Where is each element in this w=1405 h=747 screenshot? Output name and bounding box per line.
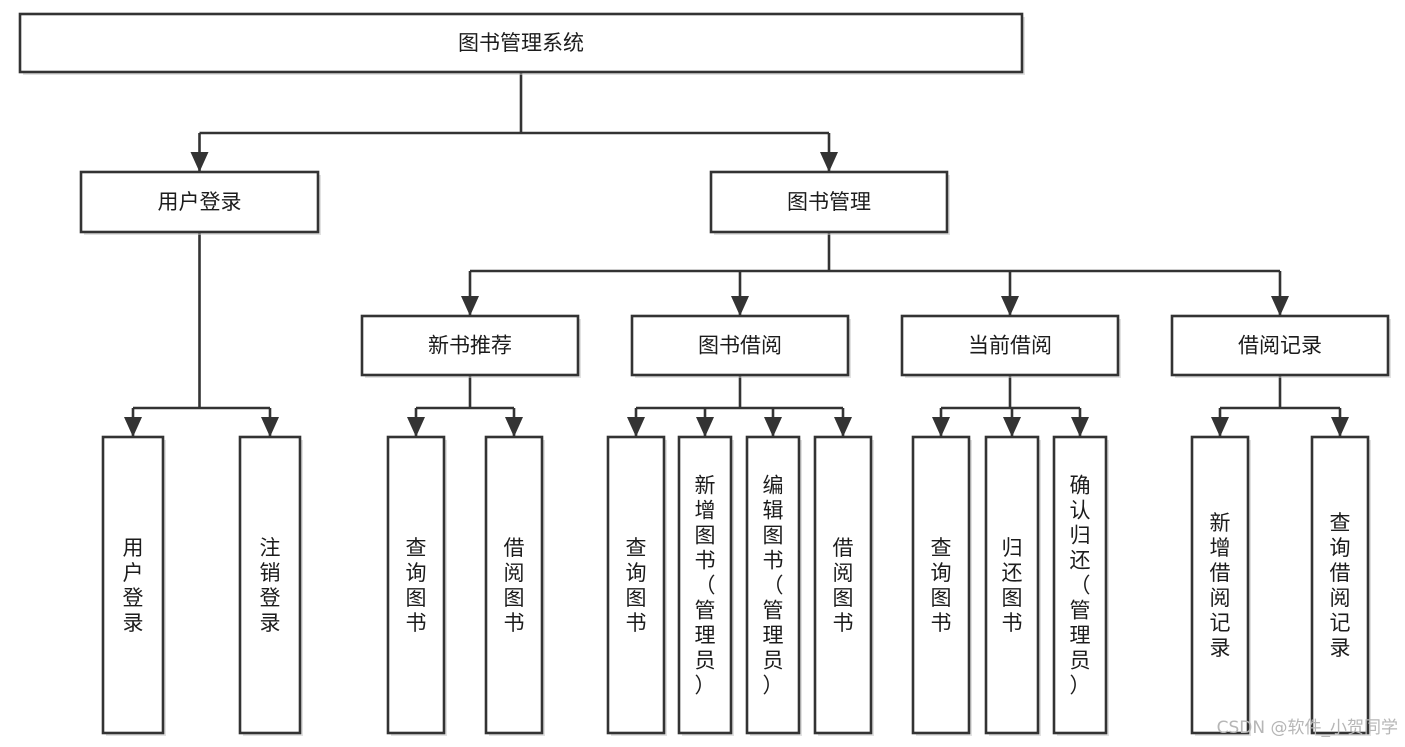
- node-box[interactable]: [1190, 435, 1250, 735]
- connector-group-book-management: [461, 232, 1289, 316]
- node-borrow-record[interactable]: 借阅记录: [1170, 314, 1391, 378]
- node-box[interactable]: [900, 314, 1120, 377]
- arrow-head-icon: [627, 417, 645, 437]
- node-leaf-user-logout[interactable]: 注销登录: [238, 435, 303, 736]
- node-label: 查询图书: [406, 536, 427, 635]
- arrow-head-icon: [261, 417, 279, 437]
- node-label: 注销登录: [260, 536, 281, 635]
- node-leaf-add-borrow-record[interactable]: 新增借阅记录: [1190, 435, 1251, 736]
- node-label: 当前借阅: [968, 334, 1052, 358]
- node-leaf-query-borrow-record[interactable]: 查询借阅记录: [1310, 435, 1371, 736]
- connector-group-root: [190, 72, 838, 172]
- node-root[interactable]: 图书管理系统: [18, 12, 1025, 75]
- connector-layer: [124, 72, 1349, 437]
- node-box[interactable]: [1170, 314, 1390, 377]
- node-book-borrow[interactable]: 图书借阅: [630, 314, 851, 378]
- arrow-head-icon: [932, 417, 950, 437]
- node-leaf-return-book[interactable]: 归还图书: [984, 435, 1041, 736]
- connector-group-current-borrow: [932, 375, 1089, 437]
- node-label: 新增图书（管理员）: [695, 474, 716, 698]
- node-leaf-query-book-recommend[interactable]: 查询图书: [386, 435, 447, 736]
- node-box[interactable]: [79, 170, 320, 234]
- node-label: 用户登录: [123, 536, 144, 635]
- csdn-watermark: CSDN @软件_小贺同学: [1217, 718, 1398, 738]
- node-box[interactable]: [360, 314, 580, 377]
- node-box[interactable]: [606, 435, 666, 735]
- arrow-head-icon: [1211, 417, 1229, 437]
- node-label: 用户登录: [158, 190, 242, 214]
- node-box[interactable]: [709, 170, 949, 234]
- node-current-borrow[interactable]: 当前借阅: [900, 314, 1121, 378]
- node-leaf-confirm-return-admin[interactable]: 确认归还（管理员）: [1052, 435, 1109, 736]
- node-box[interactable]: [1052, 435, 1108, 735]
- node-label: 图书借阅: [698, 334, 782, 358]
- node-box[interactable]: [484, 435, 544, 735]
- arrow-head-icon: [834, 417, 852, 437]
- node-new-book-recommend[interactable]: 新书推荐: [360, 314, 581, 378]
- node-label: 新增借阅记录: [1210, 511, 1231, 660]
- arrow-head-icon: [820, 152, 838, 172]
- node-label: 借阅记录: [1238, 334, 1322, 358]
- node-user-login[interactable]: 用户登录: [79, 170, 321, 235]
- node-leaf-user-login[interactable]: 用户登录: [101, 435, 166, 736]
- connector-group-borrow-record: [1211, 375, 1349, 437]
- node-leaf-borrow-book[interactable]: 借阅图书: [813, 435, 874, 736]
- node-layer: 图书管理系统用户登录图书管理新书推荐图书借阅当前借阅借阅记录用户登录注销登录查询…: [18, 12, 1391, 736]
- node-box[interactable]: [1310, 435, 1370, 735]
- connector-group-book-borrow: [627, 375, 852, 437]
- node-leaf-edit-book-admin[interactable]: 编辑图书（管理员）: [745, 435, 802, 736]
- node-label: 查询图书: [931, 536, 952, 635]
- node-book-management[interactable]: 图书管理: [709, 170, 950, 235]
- arrow-head-icon: [407, 417, 425, 437]
- node-box[interactable]: [630, 314, 850, 377]
- node-box[interactable]: [238, 435, 302, 735]
- node-box[interactable]: [813, 435, 873, 735]
- arrow-head-icon: [696, 417, 714, 437]
- node-label: 归还图书: [1002, 536, 1023, 635]
- node-leaf-query-book-borrow[interactable]: 查询图书: [606, 435, 667, 736]
- arrow-head-icon: [505, 417, 523, 437]
- arrow-head-icon: [764, 417, 782, 437]
- node-box[interactable]: [386, 435, 446, 735]
- node-label: 确认归还（管理员）: [1070, 474, 1091, 698]
- node-leaf-query-book-current[interactable]: 查询图书: [911, 435, 972, 736]
- connector-group-new-book-recommend: [407, 375, 523, 437]
- node-label: 借阅图书: [504, 536, 525, 635]
- arrow-head-icon: [1071, 417, 1089, 437]
- node-box[interactable]: [984, 435, 1040, 735]
- arrow-head-icon: [190, 152, 209, 172]
- arrow-head-icon: [1271, 296, 1289, 316]
- node-label: 查询借阅记录: [1330, 511, 1351, 660]
- node-label: 查询图书: [626, 536, 647, 635]
- node-box[interactable]: [677, 435, 733, 735]
- arrow-head-icon: [1001, 296, 1019, 316]
- arrow-head-icon: [124, 417, 142, 437]
- node-box[interactable]: [911, 435, 971, 735]
- node-leaf-add-book-admin[interactable]: 新增图书（管理员）: [677, 435, 734, 736]
- arrow-head-icon: [1003, 417, 1021, 437]
- node-leaf-borrow-book-recommend[interactable]: 借阅图书: [484, 435, 545, 736]
- node-label: 图书管理: [787, 190, 871, 214]
- node-box[interactable]: [18, 12, 1024, 74]
- node-label: 编辑图书（管理员）: [763, 474, 784, 698]
- connector-group-user-login: [124, 232, 279, 437]
- node-label: 图书管理系统: [458, 31, 584, 55]
- arrow-head-icon: [731, 296, 749, 316]
- node-box[interactable]: [745, 435, 801, 735]
- arrow-head-icon: [1331, 417, 1349, 437]
- node-box[interactable]: [101, 435, 165, 735]
- node-label: 借阅图书: [833, 536, 854, 635]
- arrow-head-icon: [461, 296, 479, 316]
- node-label: 新书推荐: [428, 334, 512, 358]
